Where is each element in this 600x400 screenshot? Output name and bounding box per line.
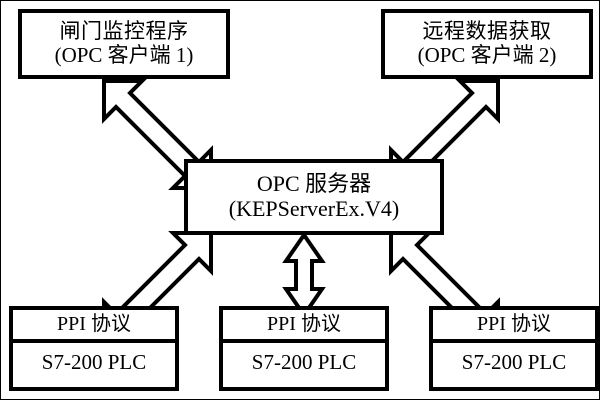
node-server-line2: (KEPServerEx.V4) [228, 196, 400, 221]
node-client2[interactable]: 远程数据获取 (OPC 客户端 2) [381, 9, 593, 79]
node-client1-line2: (OPC 客户端 1) [54, 43, 194, 67]
node-plc2-protocol: PPI 协议 [223, 310, 385, 343]
node-opc-server[interactable]: OPC 服务器 (KEPServerEx.V4) [184, 159, 444, 235]
node-client2-line2: (OPC 客户端 2) [417, 43, 557, 67]
node-plc1-device: S7-200 PLC [41, 350, 147, 374]
node-plc1-protocol: PPI 协议 [13, 310, 175, 343]
node-server-line1: OPC 服务器 [256, 171, 372, 197]
node-plc3-device: S7-200 PLC [461, 350, 567, 374]
node-plc1[interactable]: PPI 协议 S7-200 PLC [9, 306, 179, 391]
node-client2-line1: 远程数据获取 [422, 19, 552, 44]
node-plc3[interactable]: PPI 协议 S7-200 PLC [429, 306, 599, 391]
node-client1[interactable]: 闸门监控程序 (OPC 客户端 1) [18, 9, 230, 79]
node-plc2[interactable]: PPI 协议 S7-200 PLC [219, 306, 389, 391]
node-plc2-device: S7-200 PLC [251, 350, 357, 374]
node-plc3-protocol: PPI 协议 [433, 310, 595, 343]
arrow-server-to-plc2 [282, 231, 326, 319]
node-client1-line1: 闸门监控程序 [59, 19, 189, 44]
